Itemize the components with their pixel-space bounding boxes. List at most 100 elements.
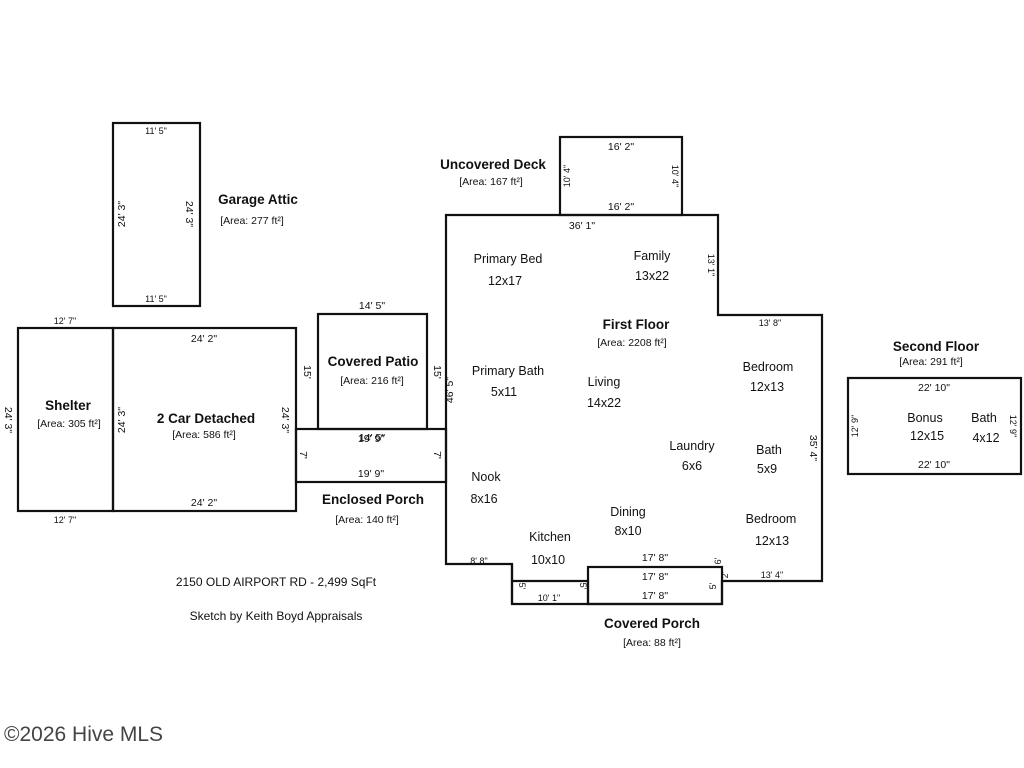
- room-primary-bed-name: Primary Bed: [474, 252, 543, 266]
- garage-attic-dim-right: 24' 3": [183, 201, 195, 227]
- shelter: 12' 7" 12' 7" 24' 3" 24' 3" Shelter [Are…: [2, 316, 128, 525]
- room-primary-bath-name: Primary Bath: [472, 364, 544, 378]
- room-dining-size: 8x10: [614, 524, 641, 538]
- covered-patio-area: [Area: 216 ft²]: [340, 375, 404, 387]
- garage-dim-right: 24' 3": [279, 407, 291, 433]
- covered-patio-dim-bottom: 14' 5": [359, 432, 385, 444]
- room-bedroom1-name: Bedroom: [743, 360, 794, 374]
- room-living-size: 14x22: [587, 396, 621, 410]
- covered-porch-dim-bottom: 17' 8": [642, 590, 668, 602]
- room-bonus-name: Bonus: [907, 411, 942, 425]
- shelter-dim-right: 24' 3": [116, 407, 128, 433]
- room-primary-bed-size: 12x17: [488, 274, 522, 288]
- room-bath2-name: Bath: [971, 411, 997, 425]
- room-bath-size: 5x9: [757, 462, 777, 476]
- uncovered-deck-title: Uncovered Deck: [440, 157, 546, 172]
- first-floor-dim-notch-mid-right2: 6': [713, 557, 723, 564]
- enclosed-porch-dim-bottom: 19' 9": [358, 468, 384, 480]
- first-floor-dim-step: 13' 8": [759, 318, 781, 328]
- first-floor-kitchen-bump: [510, 564, 588, 606]
- garage-attic-area: [Area: 277 ft²]: [220, 215, 284, 227]
- shelter-title: Shelter: [45, 398, 92, 413]
- garage-dim-top: 24' 2": [191, 333, 217, 345]
- enclosed-porch-dim-top: 19' 9": [358, 433, 384, 445]
- room-nook-name: Nook: [471, 470, 501, 484]
- garage-area: [Area: 586 ft²]: [172, 429, 236, 441]
- first-floor-area: [Area: 2208 ft²]: [597, 337, 667, 349]
- first-floor-title: First Floor: [603, 317, 670, 332]
- second-floor: 22' 10" 22' 10" 12' 9" 12' 9" Second Flo…: [846, 339, 1023, 476]
- shelter-dim-left: 24' 3": [2, 407, 14, 433]
- room-kitchen-size: 10x10: [531, 553, 565, 567]
- covered-porch: 17' 8" 17' 8" 17' 8" Covered Porch [Area…: [586, 552, 724, 649]
- room-living-name: Living: [588, 375, 621, 389]
- first-floor-dim-notch-left: 5': [517, 583, 527, 590]
- first-floor-dim-notch-right: 5': [708, 582, 718, 589]
- enclosed-porch: 19' 9" 19' 9" 7' 7' Enclosed Porch [Area…: [294, 427, 448, 526]
- garage-attic-title: Garage Attic: [218, 192, 298, 207]
- address-note: 2150 OLD AIRPORT RD - 2,499 SqFt: [176, 575, 377, 589]
- uncovered-deck-dim-top: 16' 2": [608, 141, 634, 153]
- enclosed-porch-area: [Area: 140 ft²]: [335, 514, 399, 526]
- first-floor-dim-right-upper: 13' 1": [706, 254, 716, 276]
- garage-attic-outline: [111, 121, 202, 308]
- second-floor-outline: [846, 376, 1023, 476]
- room-bonus-size: 12x15: [910, 429, 944, 443]
- watermark: ©2026 Hive MLS: [4, 723, 163, 746]
- covered-porch-dim-top: 17' 8": [642, 552, 668, 564]
- room-bath2-size: 4x12: [972, 431, 999, 445]
- covered-porch-area: [Area: 88 ft²]: [623, 637, 681, 649]
- garage-title: 2 Car Detached: [157, 411, 255, 426]
- shelter-dim-bottom: 12' 7": [54, 515, 76, 525]
- room-primary-bath-size: 5x11: [491, 385, 517, 399]
- second-floor-dim-left: 12' 9": [850, 415, 860, 437]
- first-floor-dim-left: 46' 5": [444, 377, 456, 403]
- covered-patio-dim-top: 14' 5": [359, 300, 385, 312]
- two-car-garage: 24' 2" 24' 2" 24' 3" 2 Car Detached [Are…: [111, 326, 298, 513]
- second-floor-dim-right: 12' 9": [1008, 415, 1018, 437]
- garage-outline: [111, 326, 298, 513]
- room-laundry-name: Laundry: [669, 439, 715, 453]
- room-family-name: Family: [634, 249, 672, 263]
- garage-attic-dim-bottom: 11' 5": [145, 294, 167, 304]
- room-bedroom2-name: Bedroom: [746, 512, 797, 526]
- uncovered-deck: 16' 2" 16' 2" 10' 4" 10' 4" Uncovered De…: [440, 135, 684, 217]
- first-floor-dim-notch-mid-right: 2': [720, 571, 730, 578]
- second-floor-dim-top: 22' 10": [918, 382, 950, 394]
- uncovered-deck-dim-left: 10' 4": [562, 165, 572, 187]
- room-bath-name: Bath: [756, 443, 782, 457]
- enclosed-porch-dim-left: 7': [297, 451, 309, 459]
- garage-attic: 11' 5" 11' 5" 24' 3" 24' 3" Garage Attic…: [111, 121, 298, 308]
- room-bedroom2-size: 12x13: [755, 534, 789, 548]
- first-floor-dim-bottom-right: 13' 4": [761, 570, 783, 580]
- room-family-size: 13x22: [635, 269, 669, 283]
- covered-patio-title: Covered Patio: [328, 354, 419, 369]
- first-floor: 36' 1" 46' 5" 13' 1" 13' 8" 35' 4" 8' 8"…: [444, 213, 824, 606]
- sketch-credit: Sketch by Keith Boyd Appraisals: [190, 609, 363, 623]
- shelter-area: [Area: 305 ft²]: [37, 418, 101, 430]
- first-floor-dim-bottom-left: 8' 8": [470, 556, 487, 566]
- covered-patio: 14' 5" 15' 15' Covered Patio [Area: 216 …: [301, 300, 443, 444]
- covered-patio-dim-right: 15': [431, 365, 443, 379]
- second-floor-dim-bottom: 22' 10": [918, 459, 950, 471]
- first-floor-dim-notch-mid-left: 5': [578, 583, 588, 590]
- shelter-dim-top: 12' 7": [54, 316, 76, 326]
- second-floor-title: Second Floor: [893, 339, 980, 354]
- enclosed-porch-title: Enclosed Porch: [322, 492, 424, 507]
- covered-porch-title: Covered Porch: [604, 616, 700, 631]
- room-kitchen-name: Kitchen: [529, 530, 571, 544]
- room-nook-size: 8x16: [470, 492, 497, 506]
- covered-patio-outline: [316, 312, 429, 431]
- garage-attic-dim-top: 11' 5": [145, 126, 167, 136]
- room-bedroom1-size: 12x13: [750, 380, 784, 394]
- covered-porch-dim-middle: 17' 8": [642, 571, 668, 583]
- room-laundry-size: 6x6: [682, 459, 702, 473]
- enclosed-porch-dim-right: 7': [431, 451, 443, 459]
- room-dining-name: Dining: [610, 505, 645, 519]
- uncovered-deck-area: [Area: 167 ft²]: [459, 176, 523, 188]
- second-floor-area: [Area: 291 ft²]: [899, 356, 963, 368]
- first-floor-dim-right: 35' 4": [807, 435, 819, 461]
- garage-dim-bottom: 24' 2": [191, 497, 217, 509]
- covered-patio-dim-left: 15': [301, 365, 313, 379]
